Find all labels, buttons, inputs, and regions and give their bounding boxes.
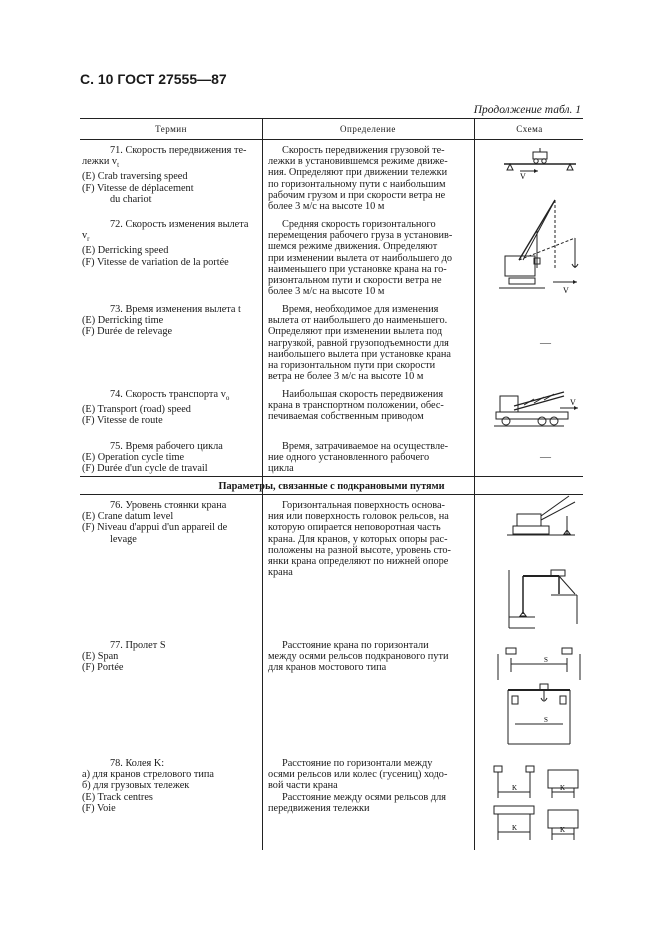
svg-text:S: S — [544, 656, 548, 664]
svg-text:K: K — [560, 784, 565, 792]
svg-text:S: S — [544, 716, 548, 724]
track-centres-diagram: K K K K — [490, 762, 584, 844]
column-divider-1 — [262, 118, 263, 850]
term-76: 76. Уровень стоянки крана (E) Crane datu… — [82, 500, 228, 545]
span-diagram: S S — [496, 640, 582, 750]
definition-78: Расстояние по горизонтали между осями ре… — [268, 758, 448, 814]
term-78: 78. Колея K: а) для кранов стрелового ти… — [82, 758, 214, 814]
term-71: 71. Скорость передвижения те- лежки vt (… — [82, 145, 247, 205]
column-header-scheme: Схема — [516, 124, 543, 134]
table-continuation: Продолжение табл. 1 — [473, 104, 581, 116]
truck-crane-diagram: V — [494, 384, 578, 430]
svg-text:V: V — [563, 286, 569, 295]
definition-76: Горизонтальная поверхность основа- ния и… — [268, 500, 451, 579]
definition-71: Скорость передвижения грузовой те- лежки… — [268, 145, 448, 213]
term-73: 73. Время изменения вылета t (E) Derrick… — [82, 304, 241, 338]
page-header: С. 10 ГОСТ 27555—87 — [80, 71, 227, 87]
column-divider-2 — [474, 118, 475, 850]
definition-73: Время, необходимое для изменения вылета … — [268, 304, 451, 383]
term-74: 74. Скорость транспорта vo (E) Transport… — [82, 389, 230, 427]
definition-74: Наибольшая скорость передвижения крана в… — [268, 389, 444, 423]
section-title: Параметры, связанные с подкрановыми путя… — [218, 481, 445, 492]
svg-text:V: V — [570, 398, 576, 407]
term-75: 75. Время рабочего цикла (E) Operation c… — [82, 441, 223, 475]
section-rule-bottom — [80, 494, 583, 495]
svg-text:V: V — [520, 172, 526, 181]
svg-text:K: K — [560, 826, 565, 834]
crab-trolley-diagram: V — [500, 146, 580, 181]
definition-75: Время, затрачиваемое на осуществле- ние … — [268, 441, 449, 475]
term-77: 77. Пролет S (E) Span (F) Portée — [82, 640, 166, 674]
definition-72: Средняя скорость горизонтального перемещ… — [268, 219, 453, 298]
column-header-term: Термин — [155, 124, 187, 134]
table-top-rule — [80, 118, 583, 119]
svg-text:K: K — [512, 824, 517, 832]
scheme-dash-73: — — [540, 337, 551, 349]
scheme-dash-75: — — [540, 451, 551, 463]
column-header-definition: Определение — [340, 124, 396, 134]
svg-text:K: K — [512, 784, 517, 792]
term-72: 72. Скорость изменения вылета vr (E) Der… — [82, 219, 249, 268]
section-rule-top — [80, 476, 583, 477]
crane-datum-level-diagram — [505, 494, 581, 634]
definition-77: Расстояние крана по горизонтали между ос… — [268, 640, 449, 674]
derricking-crane-diagram: V — [497, 198, 583, 295]
table-header-rule — [80, 139, 583, 140]
